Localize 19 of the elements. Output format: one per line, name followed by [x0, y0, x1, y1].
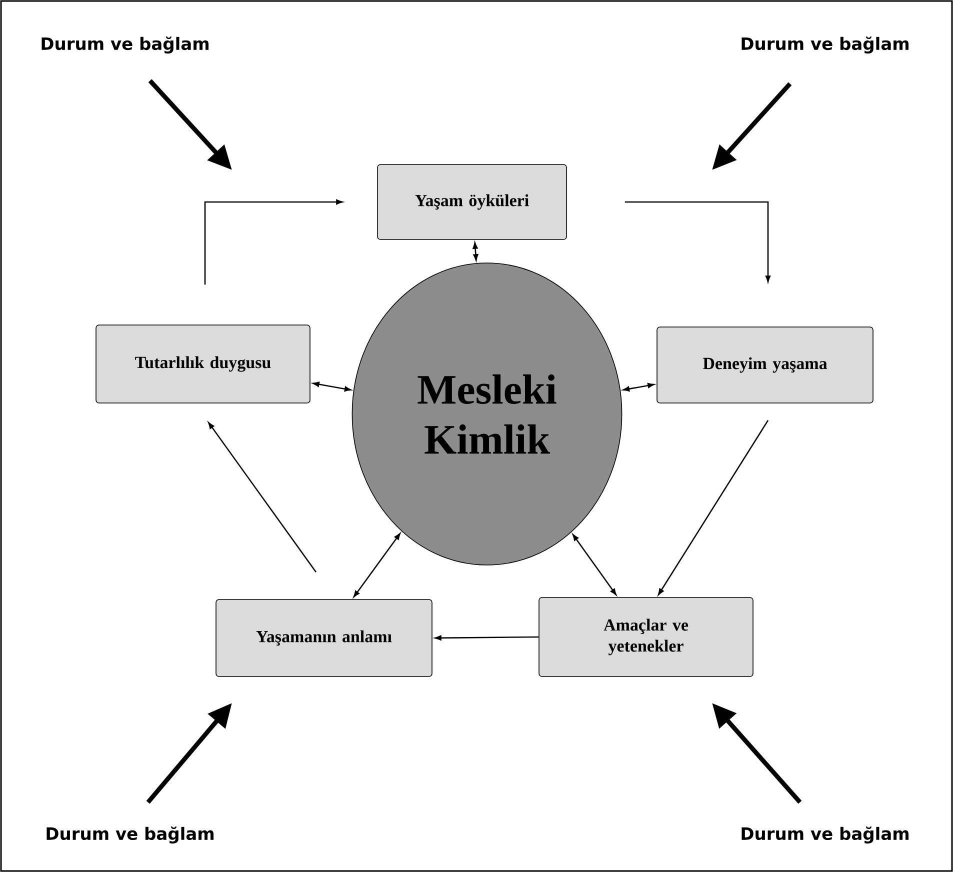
context-label: Durum ve bağlam	[46, 826, 214, 844]
process-box: Yaşam öyküleri	[377, 164, 567, 240]
arrow	[434, 635, 539, 640]
context-label: Durum ve bağlam	[742, 36, 909, 54]
arrow	[572, 534, 617, 596]
arrow	[472, 242, 478, 261]
arrow	[208, 422, 317, 572]
process-box: Deneyim yaşama	[656, 326, 874, 404]
context-label: Durum ve bağlam	[742, 826, 909, 844]
arrow	[622, 382, 654, 392]
process-box: Amaçlar ve yetenekler	[538, 597, 754, 677]
arrow	[658, 420, 769, 596]
process-box: Tutarlılık duygusu	[96, 324, 310, 404]
arrow	[312, 382, 352, 392]
arrow	[204, 199, 343, 285]
process-box: Yaşamanın anlamı	[216, 599, 432, 677]
arrow	[353, 533, 400, 598]
arrow	[624, 201, 771, 282]
context-label: Durum ve bağlam	[42, 36, 209, 54]
